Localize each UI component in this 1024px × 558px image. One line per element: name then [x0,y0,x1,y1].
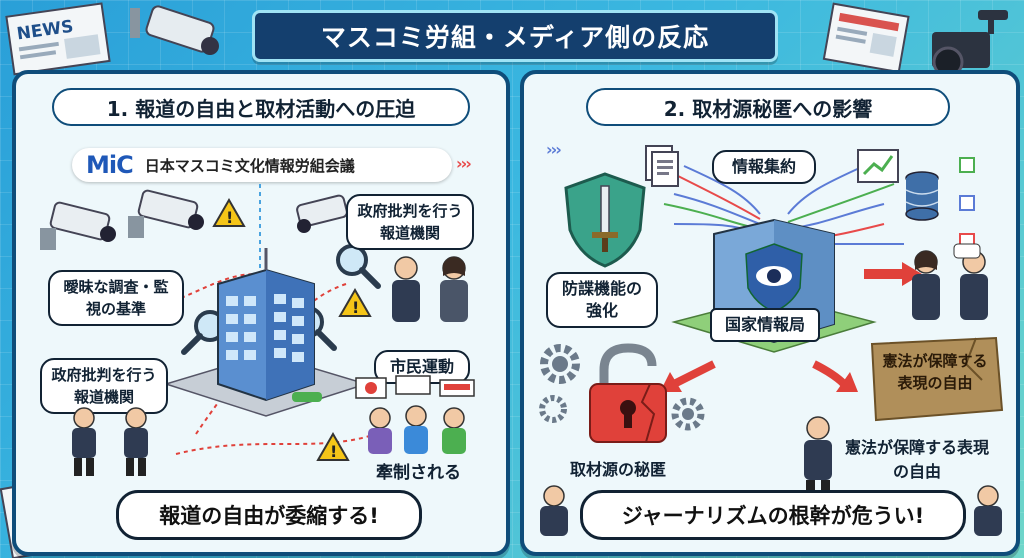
security-camera-icon [130,5,219,55]
speech-bubble-press: 政府批判を行う報道機関 [40,358,168,414]
svg-text:!: ! [352,298,359,317]
arrow-icons [660,262,922,392]
security-camera-icon [128,189,204,238]
journalist-figures [392,256,468,322]
label-source-protection: 取材源の秘匿 [570,460,667,479]
video-camera-icon [932,10,1008,78]
label-restrained: 牽制される [376,463,461,483]
speech-bubble-intel-aggregation: 情報集約 [712,150,816,184]
svg-text:!: ! [226,208,233,227]
stone-tablet-text: 憲法が保障する表現の自由 [882,352,988,392]
page-title: マスコミ労組・メディア側の反応 [252,10,778,62]
protester-figures [355,375,475,454]
panel-press-freedom: 1. 報道の自由と取材活動への圧迫 MiC 日本マスコミ文化情報労組会議 ›››… [12,70,510,556]
gear-icon [540,344,580,384]
warning-icon: ! [316,431,350,461]
speech-bubble-vague-standards: 曖昧な調査・監視の基準 [48,270,184,326]
panel-source-protection: 2. 取材源秘匿への影響 ››› [520,70,1020,556]
database-icon [905,171,939,221]
security-camera-icon [296,194,348,233]
warning-icon: ! [212,197,246,227]
agency-sign: 国家情報局 [710,308,820,342]
journalist-figure [974,485,1002,536]
security-camera-icon [40,201,116,250]
chevron-arrows-icon: ››› [456,154,472,173]
chevron-arrows-icon: ››› [546,140,562,159]
magnifier-icon [336,244,381,289]
stone-tablet [870,336,1004,422]
panel-heading: 2. 取材源秘匿への影響 [586,88,950,126]
conclusion-banner: ジャーナリズムの根幹が危うい! [580,490,966,540]
broken-lock-icon [589,343,667,443]
newspaper-icon [822,2,910,74]
mic-organization-name: 日本マスコミ文化情報労組会議 [144,156,355,175]
chart-icon [857,149,899,183]
panel-heading: 1. 報道の自由と取材活動への圧迫 [52,88,470,126]
warning-icon: ! [338,287,372,317]
journalist-figure [540,485,568,536]
speech-bubble-counterintelligence: 防諜機能の強化 [546,272,658,328]
conclusion-banner: 報道の自由が委縮する! [116,490,422,540]
journalist-figures [72,407,148,476]
mic-logo: MiC [86,151,134,179]
svg-text:!: ! [330,442,337,461]
shield-sword-icon [564,172,646,268]
gear-icon [671,397,705,431]
speech-bubble-civic-movement: 市民運動 [374,350,470,384]
mic-banner: MiC 日本マスコミ文化情報労組会議 [72,148,452,182]
newspaper-icon: NEWS [5,2,111,76]
document-icon [645,145,679,187]
label-constitutional-freedom: 憲法が保障する表現の自由 [844,438,989,481]
official-figures [912,243,988,320]
speech-bubble-press: 政府批判を行う報道機関 [346,194,474,250]
gear-icon [539,395,567,423]
government-building [163,248,369,417]
